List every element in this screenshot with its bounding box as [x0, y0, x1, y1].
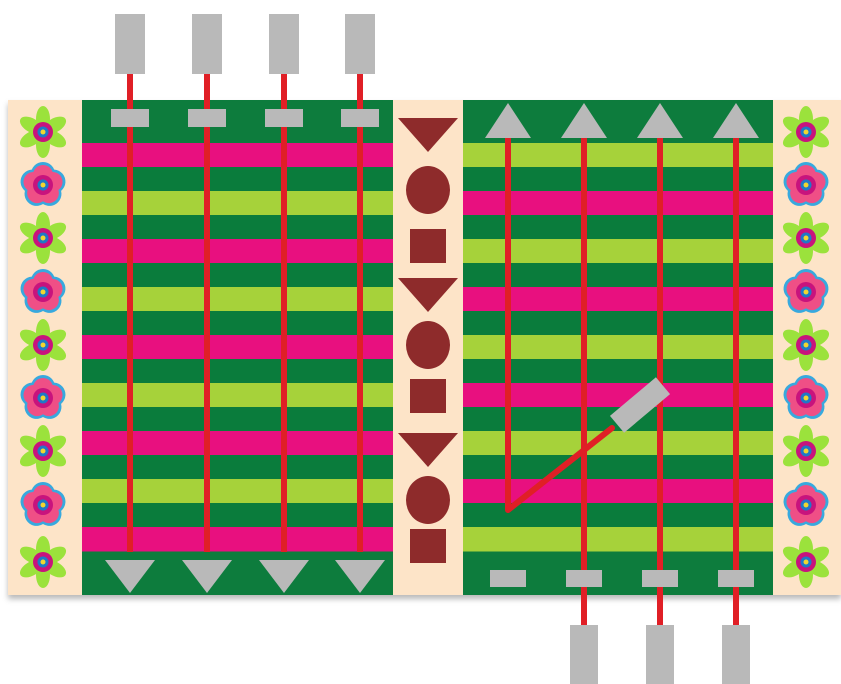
circle-shape	[406, 321, 450, 369]
flower-center-dot	[41, 560, 46, 565]
weight-block	[722, 625, 750, 684]
warp-thread	[204, 72, 210, 552]
flower-center-dot	[804, 560, 809, 565]
flower-center-dot	[804, 183, 809, 188]
clamp-bar	[566, 570, 602, 587]
flower-center-dot	[41, 396, 46, 401]
warp-thread	[581, 135, 587, 625]
flower-center-dot	[804, 449, 809, 454]
flower-center-dot	[41, 290, 46, 295]
circle-shape	[406, 166, 450, 214]
flower-center-dot	[804, 503, 809, 508]
warp-thread	[357, 72, 363, 552]
weft-band-light	[463, 527, 773, 552]
clamp-bar	[265, 109, 303, 127]
weight-block	[192, 14, 222, 74]
clamp-bar	[642, 570, 678, 587]
flower-center-dot	[804, 343, 809, 348]
weight-block	[570, 625, 598, 684]
warp-thread	[127, 72, 133, 552]
flower-center-dot	[41, 343, 46, 348]
flower-center-dot	[804, 396, 809, 401]
square-shape	[410, 229, 446, 263]
weight-block	[115, 14, 145, 74]
square-shape	[410, 529, 446, 563]
flower-center-dot	[41, 130, 46, 135]
weight-block	[646, 625, 674, 684]
middle-shapes	[398, 118, 458, 563]
circle-shape	[406, 476, 450, 524]
square-shape	[410, 379, 446, 413]
warp-thread	[733, 135, 739, 625]
weight-block	[269, 14, 299, 74]
flower-center-dot	[804, 290, 809, 295]
warp-thread	[505, 135, 511, 510]
clamp-bar	[341, 109, 379, 127]
flower-center-dot	[804, 236, 809, 241]
clamp-bar	[718, 570, 754, 587]
flower-center-dot	[41, 449, 46, 454]
clamp-bar	[111, 109, 149, 127]
clamp-bar	[188, 109, 226, 127]
flower-center-dot	[41, 503, 46, 508]
warp-thread	[281, 72, 287, 552]
flower-center-dot	[804, 130, 809, 135]
flower-center-dot	[41, 236, 46, 241]
weight-block	[345, 14, 375, 74]
clamp-bar	[490, 570, 526, 587]
flower-center-dot	[41, 183, 46, 188]
